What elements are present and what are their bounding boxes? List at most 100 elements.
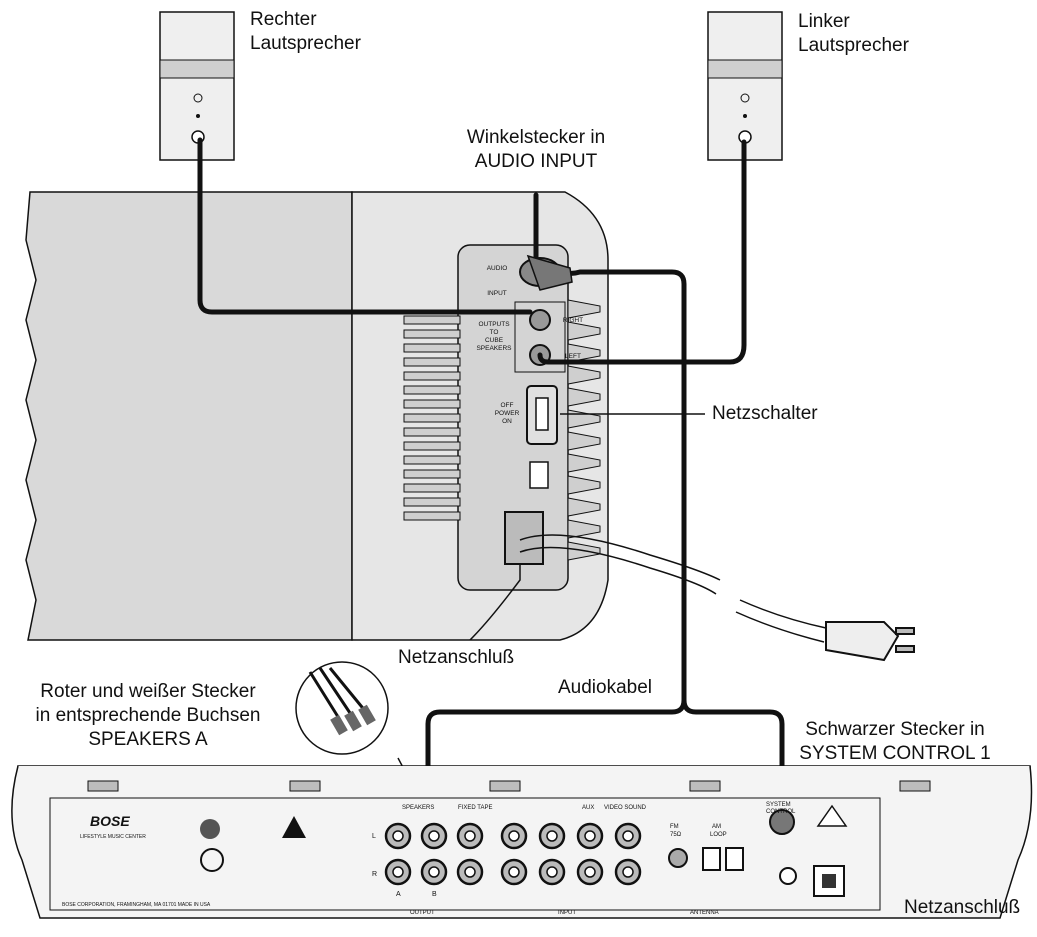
console-col-a: A <box>396 891 401 898</box>
heat-sink-fin-left <box>403 371 461 381</box>
rca-jack-center <box>464 830 476 842</box>
triangle-mark-icon <box>282 816 306 838</box>
rca-jack-center <box>392 866 404 878</box>
panel-outputs-text-4: SPEAKERS <box>476 345 512 352</box>
am-loop-terminal-2 <box>725 847 744 871</box>
outputs-box <box>514 301 566 373</box>
panel-power-text-1: OFF <box>501 402 514 409</box>
power-cord-bottom <box>519 546 717 595</box>
rca-jack-center <box>584 866 596 878</box>
console-am-label-1: AM <box>712 824 721 830</box>
heat-sink-fin-right <box>567 475 601 495</box>
red-white-plug-label-line1: Roter und weißer Stecker <box>40 681 256 702</box>
console-fixed-tape-label: FIXED TAPE <box>458 805 492 811</box>
rca-zoom-circle <box>295 661 389 755</box>
heat-sink-fin-left <box>403 483 461 493</box>
heat-sink-fin-left <box>403 357 461 367</box>
heat-sink-fin-left <box>403 441 461 451</box>
heat-sink-fin-left <box>403 413 461 423</box>
angle-plug-label-line1: Winkelstecker in <box>466 127 606 148</box>
left-speaker-label: Linker Lautsprecher <box>798 10 909 58</box>
console-footer: BOSE CORPORATION, FRAMINGHAM, MA 01701 M… <box>62 902 211 908</box>
panel-left-text: LEFT <box>565 353 581 360</box>
heat-sink-fin-right <box>567 321 601 341</box>
console-col-b: B <box>432 891 437 898</box>
console-rca-jacks <box>384 822 642 886</box>
heat-sink-fin-right <box>567 519 601 539</box>
right-speaker-label-line1: Rechter <box>250 9 317 30</box>
heat-sink-fin-left <box>403 455 461 465</box>
red-white-plug-label: Roter und weißer Stecker in entsprechend… <box>18 680 278 752</box>
console-input-label: INPUT <box>558 910 576 916</box>
heat-sink-fin-right <box>567 387 601 407</box>
right-output-jack <box>529 309 551 331</box>
heat-sink-fin-left <box>403 399 461 409</box>
black-plug-label: Schwarzer Stecker in SYSTEM CONTROL 1 <box>780 718 1010 766</box>
heat-sink-fin-left <box>403 343 461 353</box>
right-speaker <box>159 11 235 161</box>
bose-sub: LIFESTYLE MUSIC CENTER <box>80 834 146 840</box>
console-row-l: L <box>372 833 376 840</box>
bass-module-side <box>25 191 353 641</box>
right-speaker-label-line2: Lautsprecher <box>250 33 361 54</box>
eagle-seal-icon <box>200 819 220 839</box>
black-plug-label-line2: SYSTEM CONTROL 1 <box>799 743 991 764</box>
console-fm-label-2: 75Ω <box>670 832 682 838</box>
heat-sink-fin-left <box>403 329 461 339</box>
power-switch-label: Netzschalter <box>712 403 818 424</box>
console-antenna-label: ANTENNA <box>690 910 719 916</box>
ul-mark-icon <box>200 848 224 872</box>
console-system-control-2: CONTROL <box>766 809 796 815</box>
console-power-socket-pin <box>822 874 836 888</box>
rca-jack-center <box>508 830 520 842</box>
heat-sink-fin-left <box>403 427 461 437</box>
bose-logo: BOSE <box>90 813 130 829</box>
audio-cable-label: Audiokabel <box>558 677 653 698</box>
rca-jack-center <box>428 866 440 878</box>
console-output-label: OUTPUT <box>410 910 435 916</box>
console-fm-label-1: FM <box>670 824 679 830</box>
panel-outputs-text-2: TO <box>490 329 499 336</box>
rca-jack-center <box>428 830 440 842</box>
panel-audio-text-2: INPUT <box>487 290 507 297</box>
rca-jack-center <box>508 866 520 878</box>
console-video-sound-label: VIDEO SOUND <box>604 805 647 811</box>
heat-sink-fin-right <box>567 453 601 473</box>
power-cord-continue-top <box>739 599 827 629</box>
heat-sink-fin-right <box>567 299 601 319</box>
heat-sink-fin-left <box>403 385 461 395</box>
angle-plug-label: Winkelstecker in AUDIO INPUT <box>436 126 636 174</box>
left-speaker-label-line2: Lautsprecher <box>798 35 909 56</box>
rca-jack-center <box>464 866 476 878</box>
angle-plug-label-line2: AUDIO INPUT <box>474 151 598 172</box>
am-loop-terminal-1 <box>702 847 721 871</box>
power-socket-top-label: Netzanschluß <box>398 647 515 668</box>
fm-jack <box>668 848 688 868</box>
left-speaker-cable <box>537 139 747 365</box>
rca-jack-center <box>392 830 404 842</box>
panel-power-text-3: ON <box>502 418 512 425</box>
heat-sink-fin-right <box>567 365 601 385</box>
power-cord-top <box>519 534 721 581</box>
console-row-r: R <box>372 871 377 878</box>
power-plug <box>825 621 915 662</box>
rca-jack-center <box>584 830 596 842</box>
panel-power-text-2: POWER <box>495 410 520 417</box>
right-speaker-cable <box>197 137 533 315</box>
panel-audio-text-1: AUDIO <box>487 265 508 272</box>
power-cord-continue-bottom <box>735 611 825 643</box>
console-am-label-2: LOOP <box>710 832 727 838</box>
heat-sink-fin-left <box>403 511 461 521</box>
heat-sink-fin-left <box>403 497 461 507</box>
panel-outputs-text-3: CUBE <box>485 337 504 344</box>
system-control-cable <box>681 697 785 823</box>
right-speaker-label: Rechter Lautsprecher <box>250 8 361 56</box>
warning-triangle-icon <box>816 804 848 827</box>
power-socket-bottom-label: Netzanschluß <box>904 897 1021 918</box>
heat-sink-fin-left <box>403 315 461 325</box>
rca-jack-center <box>546 830 558 842</box>
fuse-holder <box>529 461 549 489</box>
panel-outputs-text-1: OUTPUTS <box>478 321 510 328</box>
